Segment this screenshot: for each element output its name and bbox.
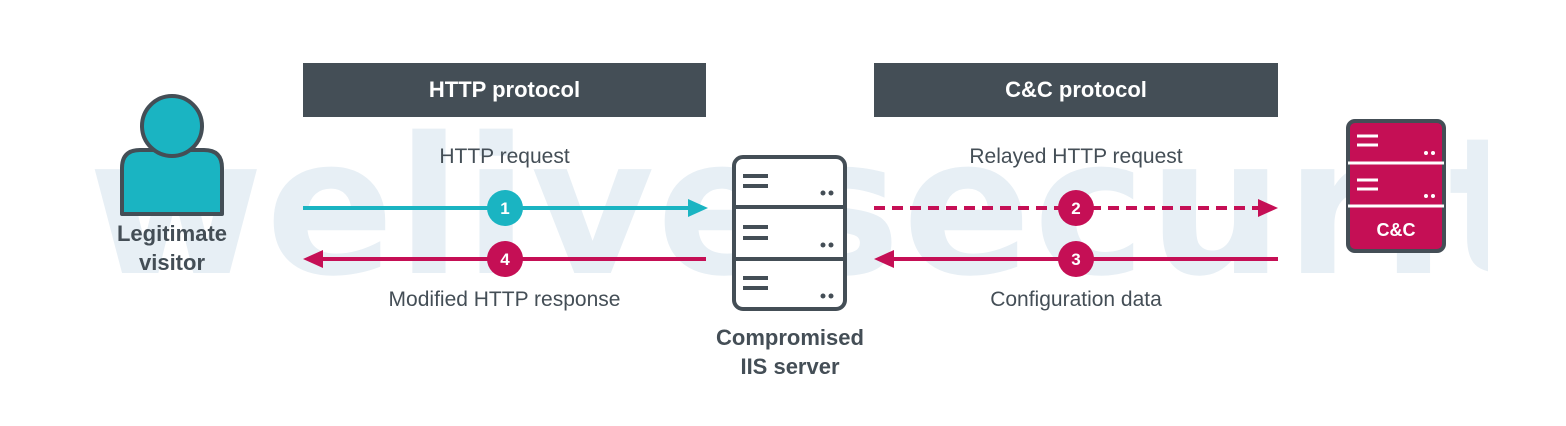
cc-label: C&C xyxy=(1377,220,1416,240)
arrow-left-icon xyxy=(303,250,323,268)
http-protocol-header: HTTP protocol xyxy=(303,63,706,117)
step-number: 2 xyxy=(1071,199,1080,218)
arrow-right-icon xyxy=(688,199,708,217)
server-label: Compromised IIS server xyxy=(690,323,890,381)
visitor-label-line2: visitor xyxy=(138,250,206,275)
arrow-right-icon xyxy=(1258,199,1278,217)
relayed-request-label: Relayed HTTP request xyxy=(969,145,1183,168)
http-request-label: HTTP request xyxy=(439,145,570,168)
server-label-line1: Compromised xyxy=(716,325,864,350)
cc-server-icon: C&C xyxy=(1346,119,1446,253)
step-number: 4 xyxy=(500,250,510,269)
flow-step-2: 2 xyxy=(874,190,1278,226)
arrow-left-icon xyxy=(874,250,894,268)
step-number: 1 xyxy=(500,199,509,218)
step-number: 3 xyxy=(1071,250,1080,269)
cc-protocol-header: C&C protocol xyxy=(874,63,1278,117)
flow-step-4: 4 xyxy=(303,241,706,277)
visitor-label-line1: Legitimate xyxy=(116,221,228,246)
configuration-data-label: Configuration data xyxy=(990,288,1162,311)
server-icon xyxy=(732,155,847,311)
visitor-icon xyxy=(120,94,224,216)
server-label-line2: IIS server xyxy=(740,354,840,379)
flow-step-3: 3 xyxy=(874,241,1278,277)
visitor-label: Legitimate visitor xyxy=(92,219,252,277)
modified-response-label: Modified HTTP response xyxy=(388,288,621,311)
flow-step-1: 1 xyxy=(303,190,708,226)
